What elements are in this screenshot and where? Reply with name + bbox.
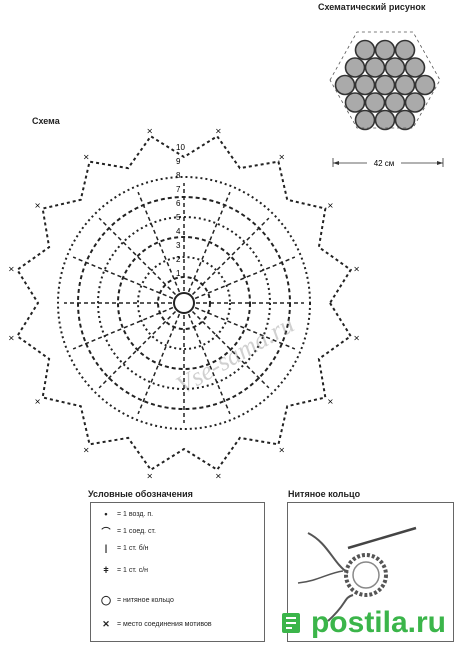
join-mark: × xyxy=(34,397,41,406)
stitch-row xyxy=(137,256,231,350)
motif-circle xyxy=(354,74,376,96)
spoke xyxy=(137,191,181,293)
hexagon-motif-layout xyxy=(329,31,441,131)
motif-circle xyxy=(374,109,396,131)
row-number: 9 xyxy=(176,157,181,166)
spoke xyxy=(191,217,270,296)
row-number: 1 xyxy=(176,269,181,278)
motif-circle xyxy=(354,39,376,61)
motif-circle xyxy=(374,74,396,96)
schema-title: Схема xyxy=(32,116,60,126)
legend-item: ◯= нитяное кольцо xyxy=(100,595,174,605)
outer-edge xyxy=(15,134,353,472)
join-mark: × xyxy=(34,201,41,210)
motif-circle xyxy=(354,109,376,131)
legend-item: |= 1 ст. б/н xyxy=(99,543,149,553)
join-point-icon: ✕ xyxy=(102,619,110,629)
row-number: 4 xyxy=(176,227,181,236)
motif-circle xyxy=(414,74,436,96)
stitch-row xyxy=(57,176,311,430)
stitch-spokes xyxy=(64,183,304,423)
motif-circle xyxy=(364,57,386,78)
join-mark: × xyxy=(327,201,334,210)
row-number: 2 xyxy=(176,255,181,264)
row-number: 3 xyxy=(176,241,181,250)
outline xyxy=(329,31,441,129)
join-mark: × xyxy=(83,445,90,454)
motif-circle xyxy=(394,39,416,61)
join-mark: × xyxy=(146,472,153,481)
join-mark: × xyxy=(278,445,285,454)
legend-item: ǂ= 1 ст. с/н xyxy=(99,565,148,575)
legend-item: •= 1 возд. п. xyxy=(99,509,153,519)
dimension-line: 42 см xyxy=(332,158,444,168)
motif-circle xyxy=(344,57,366,78)
join-mark: × xyxy=(353,333,360,342)
spoke xyxy=(187,313,231,415)
motif-circle xyxy=(384,92,406,113)
join-mark: × xyxy=(327,397,334,406)
ring-illustration-box xyxy=(287,502,454,642)
spoke xyxy=(194,306,296,350)
join-mark: × xyxy=(353,265,360,274)
join-mark: × xyxy=(8,333,15,342)
motif-circle xyxy=(374,39,396,61)
pin-icon xyxy=(277,609,307,637)
legend-item: ⌒= 1 соед. ст. xyxy=(99,525,155,538)
motif-circle xyxy=(344,92,366,113)
spoke xyxy=(194,256,296,300)
join-mark: × xyxy=(83,153,90,162)
motif-circle xyxy=(364,92,386,113)
join-mark: × xyxy=(215,126,222,135)
row-number: 5 xyxy=(176,213,181,222)
spoke xyxy=(72,306,174,350)
stitch-rings: × × × × × × × × × × × × × × × × xyxy=(8,126,360,480)
ring-title: Нитяное кольцо xyxy=(288,489,361,499)
magic-ring-icon: ◯ xyxy=(100,595,112,605)
join-mark: × xyxy=(278,153,285,162)
motif-circle xyxy=(384,57,406,78)
spoke xyxy=(98,310,177,389)
spoke xyxy=(137,313,181,415)
motif-circle xyxy=(404,57,426,78)
motif-circle xyxy=(334,74,356,96)
legend-item: ✕= место соединения мотивов xyxy=(99,619,211,630)
slip-stitch-icon: ⌒ xyxy=(101,527,111,537)
spoke xyxy=(72,256,174,300)
legend-title: Условные обозначения xyxy=(88,489,193,499)
row-number: 7 xyxy=(176,185,181,194)
spoke xyxy=(187,191,231,293)
brand-name: postila.ru xyxy=(310,606,446,639)
join-mark: × xyxy=(215,472,222,481)
chain-icon: • xyxy=(104,509,108,519)
crochet-diagram: 42 см × × × × × × × × × × × × × × × × 10 9 8 7 6 5 4 3 2 1 xyxy=(8,31,444,481)
join-mark: × xyxy=(146,126,153,135)
row-number: 10 xyxy=(176,143,185,152)
motif-circle xyxy=(404,92,426,113)
thread-ring-center xyxy=(173,292,195,314)
stitch-row xyxy=(117,236,251,370)
schematic-title: Схематический рисунок xyxy=(318,2,426,12)
double-crochet-icon: ǂ xyxy=(103,565,109,575)
postila-logo: postila.ru xyxy=(277,606,446,640)
row-numbers: 10 9 8 7 6 5 4 3 2 1 xyxy=(176,143,185,278)
row-number: 8 xyxy=(176,171,181,180)
motif-circle xyxy=(394,109,416,131)
join-mark: × xyxy=(8,265,15,274)
dimension-label: 42 см xyxy=(374,159,395,168)
magic-ring-illustration xyxy=(297,526,417,622)
legend-box: •= 1 возд. п. ⌒= 1 соед. ст. |= 1 ст. б/… xyxy=(90,502,265,642)
spoke xyxy=(191,310,270,389)
row-number: 6 xyxy=(176,199,181,208)
spoke xyxy=(98,217,177,296)
motif-circle xyxy=(394,74,416,96)
single-crochet-icon: | xyxy=(104,543,108,553)
